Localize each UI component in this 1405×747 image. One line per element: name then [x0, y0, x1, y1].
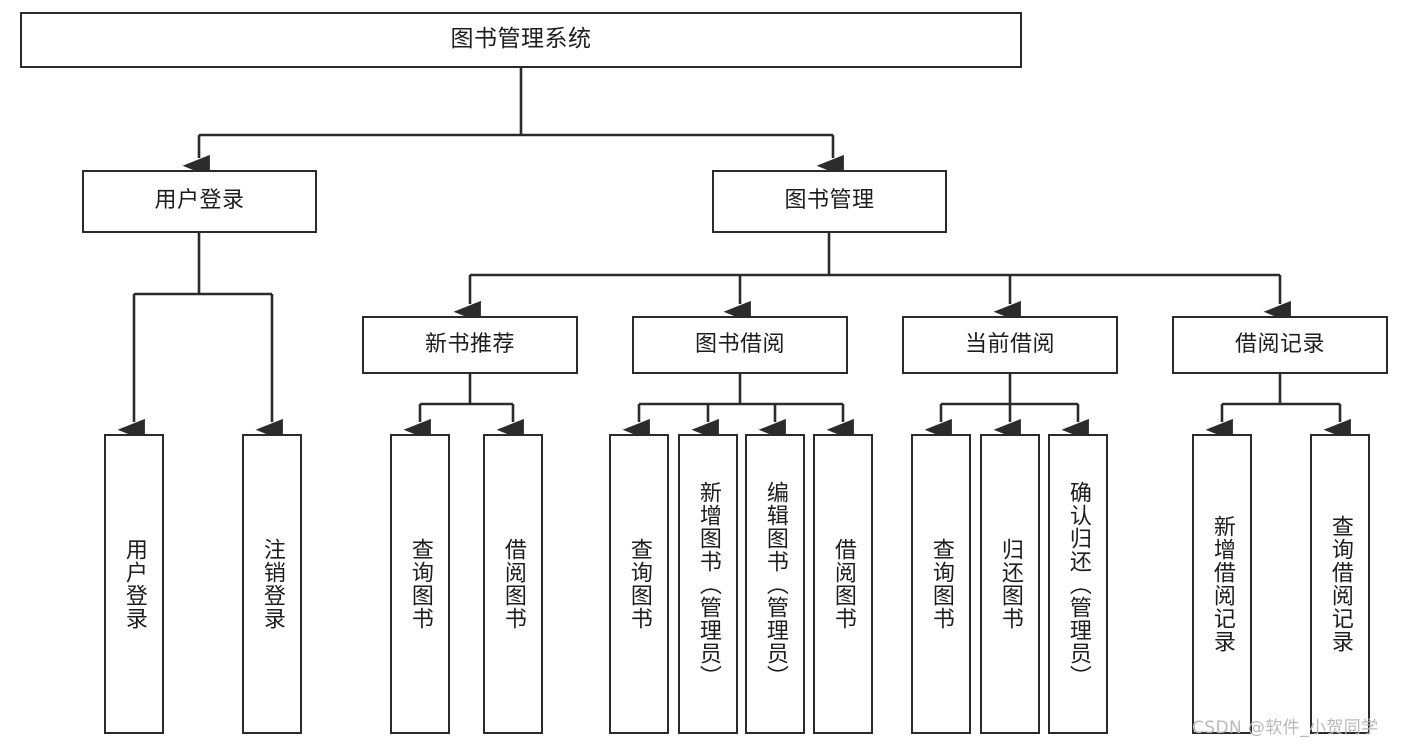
node-label: 注销登录: [259, 538, 285, 630]
node-label: 图书管理系统: [450, 26, 592, 53]
node-root-book-management-system[interactable]: 图书管理系统: [20, 12, 1022, 68]
node-label: 新书推荐: [424, 331, 515, 357]
node-label: 编辑图书（管理员）: [762, 480, 788, 688]
leaf-new-book-recommend-1[interactable]: 查询图书: [390, 434, 450, 734]
leaf-book-borrow-1[interactable]: 查询图书: [609, 434, 669, 734]
node-current-borrow[interactable]: 当前借阅: [902, 316, 1118, 374]
leaf-borrow-record-1[interactable]: 新增借阅记录: [1192, 434, 1252, 734]
node-label: 借阅图书: [500, 538, 526, 630]
node-label: 借阅记录: [1234, 331, 1325, 357]
node-label: 借阅图书: [830, 538, 856, 630]
node-label: 用户登录: [121, 538, 147, 630]
node-book-borrow[interactable]: 图书借阅: [632, 316, 848, 374]
leaf-current-borrow-2[interactable]: 归还图书: [980, 434, 1040, 734]
node-label: 新增借阅记录: [1209, 515, 1235, 653]
leaf-user-login-1[interactable]: 用户登录: [104, 434, 164, 734]
node-label: 图书借阅: [694, 331, 785, 357]
node-label: 确认归还（管理员）: [1065, 480, 1091, 688]
leaf-new-book-recommend-2[interactable]: 借阅图书: [483, 434, 543, 734]
leaf-user-login-2[interactable]: 注销登录: [242, 434, 302, 734]
node-label: 查询图书: [626, 538, 652, 630]
leaf-book-borrow-4[interactable]: 借阅图书: [813, 434, 873, 734]
node-user-login[interactable]: 用户登录: [82, 170, 317, 233]
leaf-book-borrow-3[interactable]: 编辑图书（管理员）: [745, 434, 805, 734]
node-label: 归还图书: [997, 538, 1023, 630]
node-book-management[interactable]: 图书管理: [712, 170, 947, 233]
node-label: 新增图书（管理员）: [695, 480, 721, 688]
leaf-current-borrow-1[interactable]: 查询图书: [911, 434, 971, 734]
node-borrow-record[interactable]: 借阅记录: [1172, 316, 1388, 374]
node-label: 用户登录: [154, 188, 245, 214]
leaf-book-borrow-2[interactable]: 新增图书（管理员）: [678, 434, 738, 734]
leaf-current-borrow-3[interactable]: 确认归还（管理员）: [1048, 434, 1108, 734]
leaf-borrow-record-2[interactable]: 查询借阅记录: [1310, 434, 1370, 734]
node-label: 查询图书: [928, 538, 954, 630]
csdn-watermark: CSDN @软件_小贺同学: [1192, 718, 1379, 738]
node-label: 图书管理: [784, 188, 875, 214]
node-label: 当前借阅: [964, 331, 1055, 357]
node-new-book-recommend[interactable]: 新书推荐: [362, 316, 578, 374]
node-label: 查询图书: [407, 538, 433, 630]
node-label: 查询借阅记录: [1327, 515, 1353, 653]
